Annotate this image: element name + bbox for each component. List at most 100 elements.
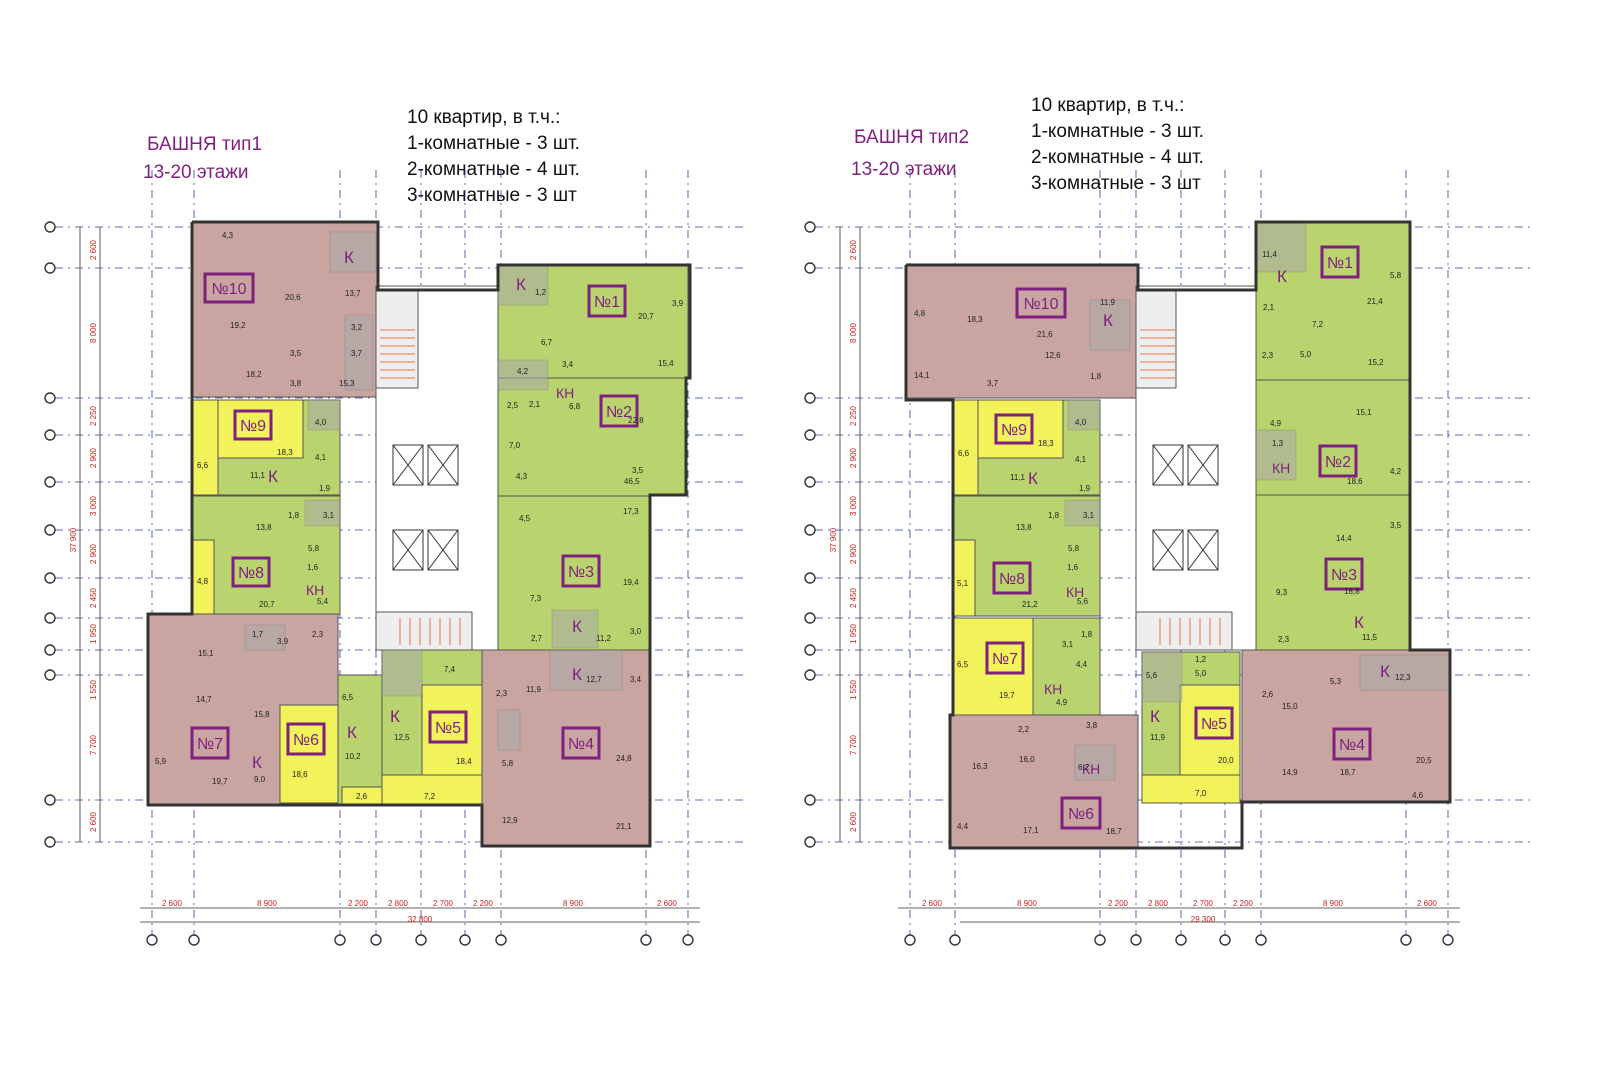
svg-text:1,2: 1,2 bbox=[535, 288, 547, 297]
svg-text:8 000: 8 000 bbox=[89, 322, 98, 343]
svg-text:37 900: 37 900 bbox=[829, 527, 838, 552]
kitchen-label: К bbox=[516, 275, 526, 294]
tower-title: БАШНЯ тип2 bbox=[854, 127, 970, 148]
svg-text:2 600: 2 600 bbox=[89, 239, 98, 260]
svg-text:3,5: 3,5 bbox=[1390, 521, 1402, 530]
svg-text:4,0: 4,0 bbox=[315, 418, 327, 427]
svg-text:4,9: 4,9 bbox=[1270, 419, 1282, 428]
svg-text:3,5: 3,5 bbox=[290, 349, 302, 358]
svg-text:2,3: 2,3 bbox=[1278, 635, 1290, 644]
svg-text:15,1: 15,1 bbox=[1356, 408, 1372, 417]
svg-text:7,2: 7,2 bbox=[424, 792, 436, 801]
kitchen-label: КН bbox=[556, 385, 574, 401]
summary-line: 2-комнатные - 4 шт. bbox=[407, 159, 580, 180]
svg-text:6,7: 6,7 bbox=[541, 338, 553, 347]
svg-text:5,8: 5,8 bbox=[1068, 544, 1080, 553]
summary-line: 1-комнатные - 3 шт. bbox=[1031, 121, 1204, 142]
apartment-number: №4 bbox=[568, 736, 594, 753]
apartment-number: №3 bbox=[568, 564, 594, 581]
kitchen-label: К bbox=[1277, 267, 1287, 286]
tower-floors: 13-20 этажи bbox=[851, 159, 957, 180]
svg-text:2 600: 2 600 bbox=[89, 811, 98, 832]
svg-text:4,9: 4,9 bbox=[1056, 698, 1068, 707]
svg-text:3,1: 3,1 bbox=[1083, 511, 1095, 520]
svg-text:19,7: 19,7 bbox=[999, 691, 1015, 700]
kitchen-label: К bbox=[1354, 613, 1364, 632]
svg-text:11,9: 11,9 bbox=[526, 685, 542, 694]
svg-text:2 900: 2 900 bbox=[849, 447, 858, 468]
apartment-number: №6 bbox=[1068, 806, 1094, 823]
apartment-number: №9 bbox=[1001, 422, 1027, 439]
kitchen-label: К bbox=[572, 665, 582, 684]
svg-text:1 550: 1 550 bbox=[89, 679, 98, 700]
apartment-number: №6 bbox=[293, 732, 319, 749]
svg-text:5,8: 5,8 bbox=[308, 544, 320, 553]
svg-text:15,4: 15,4 bbox=[658, 359, 674, 368]
apartment-number: №7 bbox=[197, 736, 223, 753]
svg-text:1,6: 1,6 bbox=[1067, 563, 1079, 572]
svg-text:6,6: 6,6 bbox=[197, 461, 209, 470]
svg-text:3,8: 3,8 bbox=[290, 379, 302, 388]
kitchen-label: К bbox=[344, 248, 354, 267]
svg-text:13,8: 13,8 bbox=[256, 523, 272, 532]
svg-text:3,8: 3,8 bbox=[1086, 721, 1098, 730]
svg-text:1,2: 1,2 bbox=[1195, 655, 1207, 664]
svg-text:9,0: 9,0 bbox=[254, 775, 266, 784]
svg-text:16,0: 16,0 bbox=[1019, 755, 1035, 764]
svg-text:21,6: 21,6 bbox=[1037, 330, 1053, 339]
apartment-number: №10 bbox=[212, 281, 247, 298]
svg-text:18,3: 18,3 bbox=[277, 448, 293, 457]
svg-text:17,3: 17,3 bbox=[623, 507, 639, 516]
svg-text:1,7: 1,7 bbox=[252, 630, 264, 639]
kitchen-label: КН bbox=[1044, 681, 1062, 697]
svg-text:1,8: 1,8 bbox=[1090, 372, 1102, 381]
svg-text:2 600: 2 600 bbox=[657, 899, 678, 908]
svg-text:24,8: 24,8 bbox=[616, 754, 632, 763]
svg-text:2,6: 2,6 bbox=[356, 792, 368, 801]
svg-text:2 600: 2 600 bbox=[922, 899, 943, 908]
svg-text:8 900: 8 900 bbox=[1017, 899, 1038, 908]
svg-text:21,1: 21,1 bbox=[616, 822, 632, 831]
svg-text:20,7: 20,7 bbox=[638, 312, 654, 321]
svg-text:18,7: 18,7 bbox=[1106, 827, 1122, 836]
svg-text:4,6: 4,6 bbox=[1412, 791, 1424, 800]
svg-text:5,4: 5,4 bbox=[317, 597, 329, 606]
svg-text:11,5: 11,5 bbox=[1362, 633, 1378, 642]
svg-text:12,9: 12,9 bbox=[502, 816, 518, 825]
svg-text:5,9: 5,9 bbox=[155, 757, 167, 766]
apartment-number: №7 bbox=[992, 651, 1018, 668]
svg-text:13,7: 13,7 bbox=[345, 289, 361, 298]
svg-text:11,2: 11,2 bbox=[596, 634, 612, 643]
apartment-number: №1 bbox=[1327, 255, 1353, 272]
svg-text:2 200: 2 200 bbox=[1108, 899, 1129, 908]
svg-text:6,5: 6,5 bbox=[342, 693, 354, 702]
kitchen-label: К bbox=[1028, 469, 1038, 488]
svg-text:18,4: 18,4 bbox=[456, 757, 472, 766]
svg-text:5,1: 5,1 bbox=[957, 579, 969, 588]
svg-text:3,7: 3,7 bbox=[351, 349, 363, 358]
svg-text:2 800: 2 800 bbox=[1148, 899, 1169, 908]
svg-text:5,6: 5,6 bbox=[1077, 597, 1089, 606]
svg-text:4,3: 4,3 bbox=[516, 472, 528, 481]
svg-text:2,2: 2,2 bbox=[1018, 725, 1030, 734]
svg-text:7,3: 7,3 bbox=[530, 594, 542, 603]
svg-text:2 900: 2 900 bbox=[849, 543, 858, 564]
svg-text:4,1: 4,1 bbox=[315, 453, 327, 462]
svg-text:4,4: 4,4 bbox=[957, 822, 969, 831]
kitchen-label: К bbox=[252, 753, 262, 772]
tower-plan-1: БАШНЯ тип1 13-20 этажи 10 квартир, в т.ч… bbox=[44, 107, 745, 946]
svg-text:18,3: 18,3 bbox=[1038, 439, 1054, 448]
apartment-number: №8 bbox=[238, 565, 264, 582]
apartment-number: №2 bbox=[1325, 454, 1351, 471]
svg-text:3 000: 3 000 bbox=[849, 495, 858, 516]
svg-text:19,2: 19,2 bbox=[230, 321, 246, 330]
apartment-number: №1 bbox=[594, 294, 620, 311]
svg-text:2,3: 2,3 bbox=[1262, 351, 1274, 360]
tower-floors: 13-20 этажи bbox=[143, 162, 249, 183]
svg-text:2,5: 2,5 bbox=[507, 401, 519, 410]
svg-text:21,4: 21,4 bbox=[1367, 297, 1383, 306]
svg-text:4,8: 4,8 bbox=[914, 309, 926, 318]
summary-line: 1-комнатные - 3 шт. bbox=[407, 133, 580, 154]
svg-text:10,2: 10,2 bbox=[345, 752, 361, 761]
apartment-number: №5 bbox=[1201, 716, 1227, 733]
